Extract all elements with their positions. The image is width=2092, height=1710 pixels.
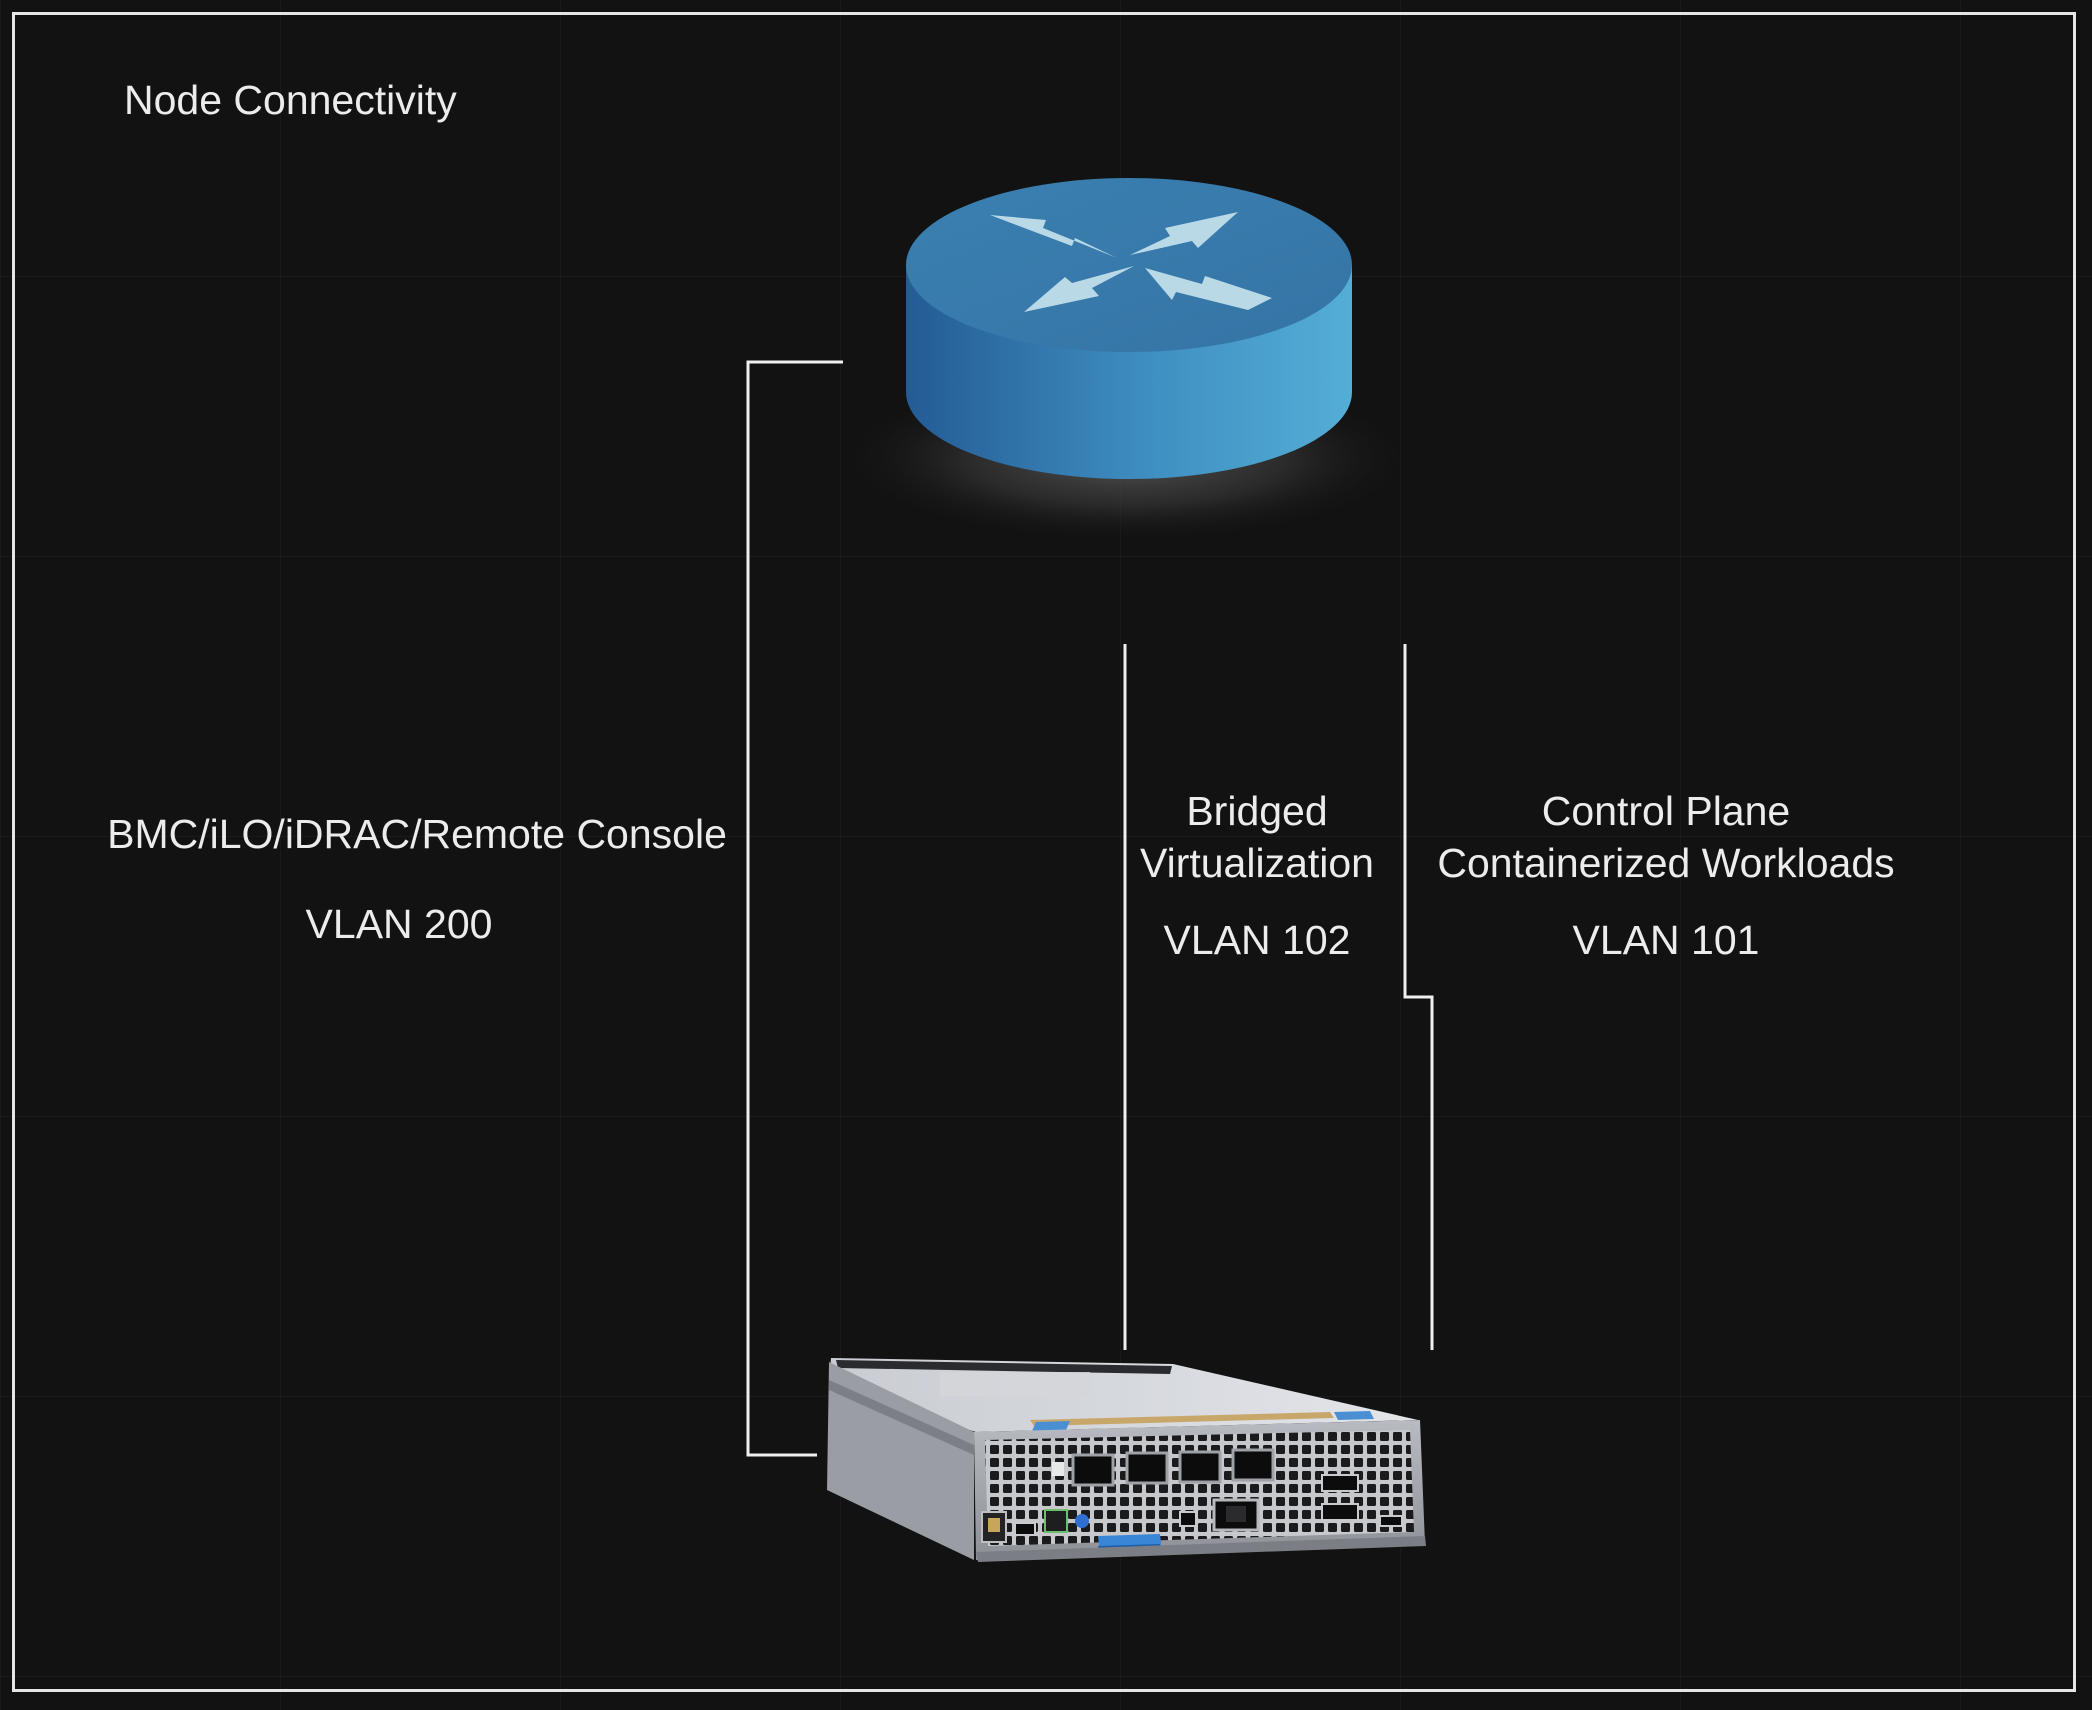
link-bridged-label-line1: Bridged (1186, 788, 1328, 834)
link-bmc-label: BMC/iLO/iDRAC/Remote Console (107, 811, 727, 857)
link-control-label-line2: Containerized Workloads (1437, 840, 1895, 886)
network-ports (1071, 1448, 1275, 1487)
diagram-title: Node Connectivity (124, 77, 457, 123)
link-control-line (1403, 644, 1434, 1350)
link-bmc-line (746, 360, 843, 1457)
link-bridged-label-line2: Virtualization (1140, 840, 1374, 886)
link-bmc-vlan: VLAN 200 (305, 901, 493, 947)
router-icon (835, 178, 1419, 544)
link-bridged-vlan: VLAN 102 (1163, 917, 1351, 963)
router-arrows-icon (990, 212, 1272, 312)
diagram-frame (12, 12, 2076, 1692)
link-control-label-line1: Control Plane (1541, 788, 1791, 834)
server-chassis-icon (827, 1358, 1426, 1562)
link-control-vlan: VLAN 101 (1572, 917, 1760, 963)
